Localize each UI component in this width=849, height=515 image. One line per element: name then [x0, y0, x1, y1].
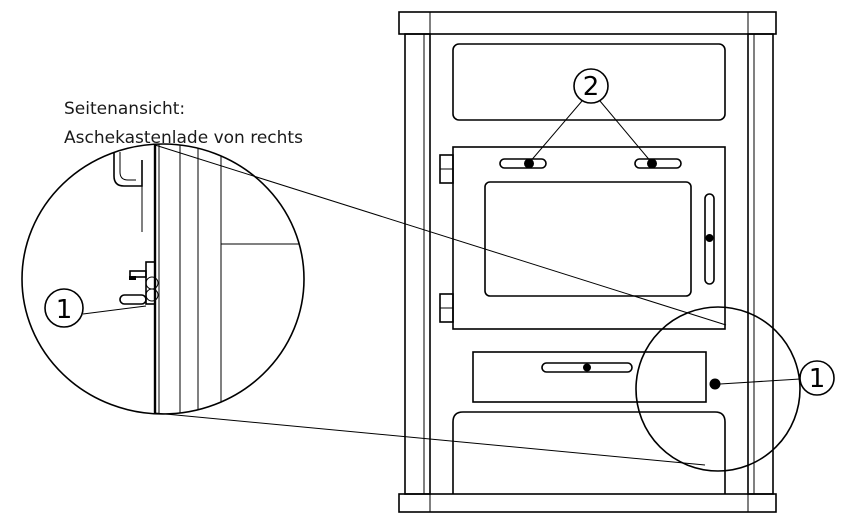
- air-slider-left: [499, 158, 547, 169]
- projection-lines: [154, 144, 727, 466]
- stove-top-cap: [398, 11, 777, 35]
- main-door: [452, 146, 726, 330]
- door-window: [484, 181, 692, 297]
- caption-line-1: Seitenansicht:: [64, 99, 185, 119]
- side-view-detail: [21, 143, 305, 415]
- detail-circle-right: [635, 306, 801, 472]
- stove-front-view: [398, 11, 777, 513]
- top-panel: [452, 43, 726, 121]
- right-pillar: [747, 33, 774, 495]
- callout-1-left: 1: [44, 288, 147, 328]
- callout-1-right-label: 1: [809, 364, 826, 394]
- callout-1-right: 1: [719, 360, 835, 396]
- drawer-lock-knob: [709, 378, 721, 390]
- left-pillar: [404, 33, 431, 495]
- caption-line-2: Aschekastenlade von rechts: [64, 128, 303, 148]
- callout-2: 2: [528, 68, 653, 164]
- door-handle: [704, 193, 715, 285]
- callout-2-label: 2: [583, 72, 600, 102]
- air-slider-right: [634, 158, 682, 169]
- callout-1-left-label: 1: [56, 295, 73, 325]
- detail-circle-left: [21, 143, 305, 415]
- ash-drawer: [472, 351, 707, 403]
- bottom-panel: [452, 411, 726, 494]
- stove-bottom-plinth: [398, 493, 777, 513]
- ash-drawer-handle: [541, 362, 633, 373]
